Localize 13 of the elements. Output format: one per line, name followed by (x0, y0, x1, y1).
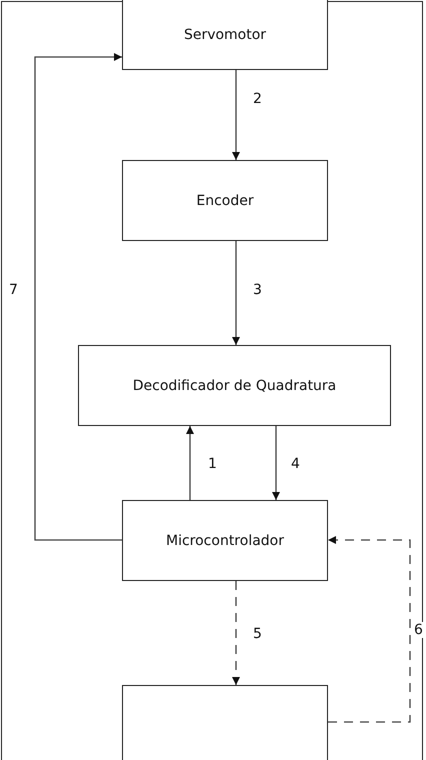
box-label: Servomotor (184, 26, 266, 42)
box-label: Microcontrolador (166, 532, 284, 548)
arrow (232, 241, 240, 345)
arrow (272, 426, 280, 500)
box-label: Decodificador de Quadratura (132, 378, 336, 394)
process-box (122, 685, 328, 760)
arrow (186, 426, 194, 500)
arrow (232, 581, 240, 685)
arrow (232, 70, 240, 160)
box-label: Encoder (196, 192, 254, 208)
arrow (328, 536, 411, 723)
edge-label: 6 (413, 622, 424, 638)
arrow (34, 53, 122, 541)
